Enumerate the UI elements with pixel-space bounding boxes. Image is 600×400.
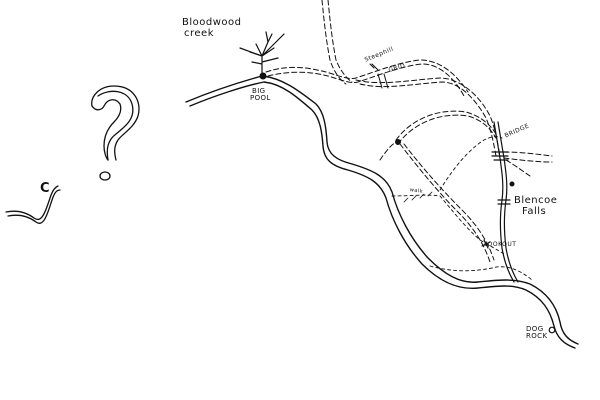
track-loop-3 (379, 141, 399, 161)
road-top-1 (265, 59, 469, 93)
grid-marks (369, 63, 389, 89)
road-bridge-1 (493, 121, 515, 283)
big-pool-label-line1: BIG (252, 87, 266, 95)
falls-label-line2: Falls (522, 205, 547, 217)
river-left-inner (7, 189, 61, 224)
creek-label: Bloodwood creek (182, 17, 242, 39)
big-pool-label: BIG POOL (250, 87, 271, 103)
track-loop-5 (403, 143, 495, 261)
walking-track-2 (439, 136, 503, 191)
track-loop-2 (397, 114, 497, 145)
dog-rock-label-line2: ROCK (526, 332, 548, 341)
river-main-inner (189, 81, 576, 349)
road-bridge-east-2 (503, 157, 553, 163)
road-bridge-south (505, 159, 531, 177)
road-north-2 (327, 0, 353, 83)
falls-label-line1: Blencoe (514, 195, 558, 206)
falls-label: Blencoe Falls (514, 195, 558, 217)
track-loop-4 (399, 143, 491, 263)
question-mark-icon (91, 85, 140, 181)
falls-dot (509, 181, 515, 187)
road-top-2 (267, 63, 465, 97)
big-pool-label-line2: POOL (250, 94, 271, 103)
creek-branches (239, 31, 285, 77)
c-mark-label: C (40, 181, 50, 196)
river-main-outer (185, 75, 579, 345)
track-loop-1 (395, 110, 497, 141)
lookout-label: LOOKOUT (484, 241, 517, 248)
creek-label-line2: creek (184, 27, 214, 39)
walking-track-3 (429, 265, 533, 281)
walk-marks (403, 191, 433, 203)
creek-label-line1: Bloodwood (182, 17, 242, 28)
big-pool-marker (259, 72, 267, 80)
road-north-1 (321, 0, 347, 85)
dog-rock-label-line1: DOG (526, 325, 544, 333)
lookout-mark (481, 239, 491, 249)
track-junction (395, 139, 401, 145)
road-east-2 (359, 81, 497, 157)
road-bridge-east-1 (503, 151, 553, 157)
walking-track (391, 194, 505, 255)
dog-rock-marker (548, 326, 556, 334)
dog-rock-label: DOG ROCK (526, 325, 548, 341)
river-left (5, 185, 59, 221)
falls-marks (497, 199, 511, 205)
